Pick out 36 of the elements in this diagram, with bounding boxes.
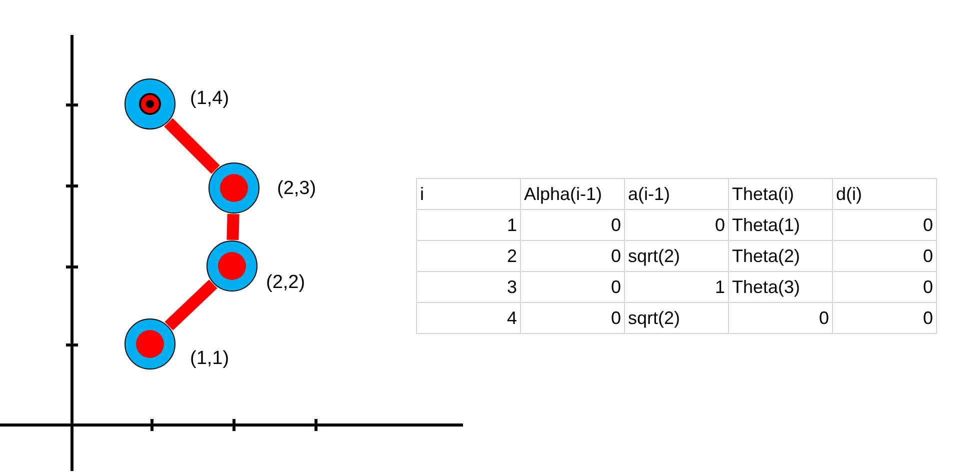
table-cell: 0: [520, 210, 624, 240]
table-cell: 1: [624, 272, 728, 302]
joint-circle: [124, 78, 176, 130]
table-cell: 0: [832, 302, 936, 334]
joint-circle: [206, 240, 258, 292]
robot-link: [164, 280, 218, 330]
table-cell: 0: [832, 272, 936, 302]
coordinate-label: (1,4): [190, 88, 230, 110]
coordinate-label: (2,3): [277, 178, 316, 200]
table-cell: Theta(1): [728, 210, 832, 240]
table-cell: 0: [624, 210, 728, 240]
table-cell: a(i-1): [624, 178, 728, 210]
joint-circle: [124, 318, 176, 370]
table-cell: sqrt(2): [624, 302, 728, 334]
table-cell: Theta(i): [728, 178, 832, 210]
table-cell: Theta(3): [728, 272, 832, 302]
table-cell: 1: [416, 210, 520, 240]
table-cell: 0: [832, 210, 936, 240]
table-cell: 0: [520, 272, 624, 302]
coordinate-label: (1,1): [190, 348, 230, 370]
table-cell: Theta(2): [728, 240, 832, 272]
table-cell: 4: [416, 302, 520, 334]
table-cell: 0: [520, 302, 624, 334]
table-cell: 3: [416, 272, 520, 302]
table-cell: 2: [416, 240, 520, 272]
coordinate-label: (2,2): [266, 272, 306, 294]
table-cell: 0: [520, 240, 624, 272]
robot-link: [226, 214, 240, 240]
table-cell: sqrt(2): [624, 240, 728, 272]
table-cell: 0: [832, 240, 936, 272]
joint-circle: [208, 162, 260, 214]
robot-link: [164, 118, 220, 174]
table-cell: 0: [728, 302, 832, 334]
table-cell: i: [416, 178, 520, 210]
table-cell: Alpha(i-1): [520, 178, 624, 210]
table-cell: d(i): [832, 178, 936, 210]
